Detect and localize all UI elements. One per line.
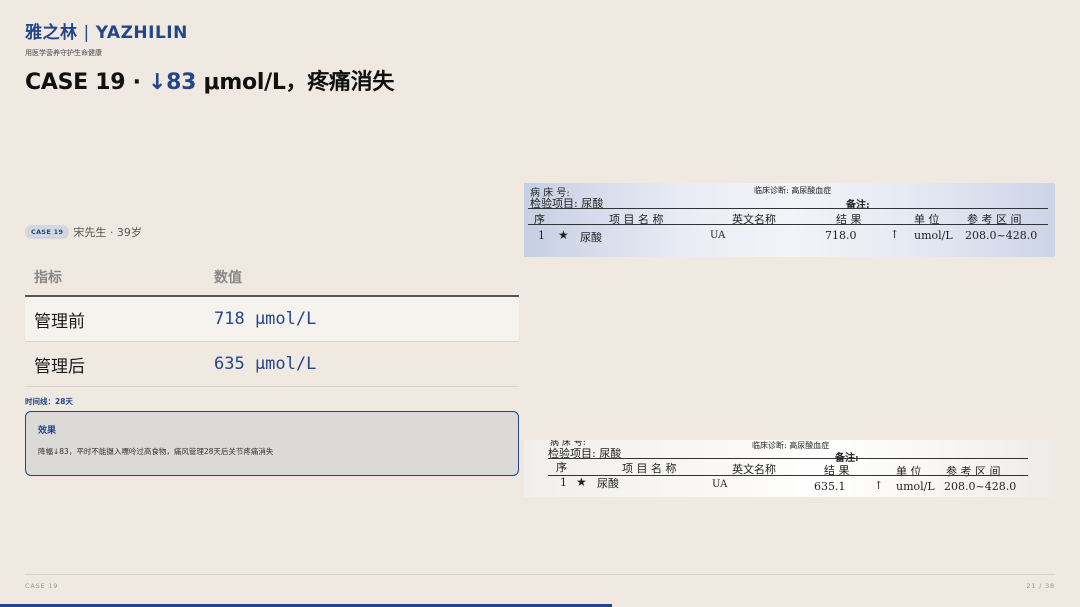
report-col-range: 参 考 区 间 (946, 465, 1001, 478)
title-suffix: μmol/L，疼痛消失 (196, 70, 395, 95)
tagline: 用医学营养守护生命健康 (25, 49, 102, 57)
row-value: 718 μmol/L (214, 309, 317, 329)
table-row: 管理后 635 μmol/L (25, 342, 519, 387)
report-diagnosis: 临床诊断: 高尿酸血症 (754, 186, 832, 195)
page-title: CASE 19 · ↓83 μmol/L，疼痛消失 (25, 64, 394, 96)
report-col-en: 英文名称 (732, 463, 776, 476)
footer-divider (25, 574, 1055, 575)
effect-callout: 效果 降幅↓83，平时不能摄入嘌呤过高食物，痛风管理28天后关节疼痛消失 (25, 411, 519, 476)
report-note: 备注: (846, 200, 870, 211)
report-item: 检验项目: 尿酸 (530, 197, 604, 210)
report-bed-no: 病 床 号: (550, 440, 586, 448)
arrow-up-icon: ↑ (874, 479, 884, 492)
timeline-label: 时间线：28天 (25, 397, 73, 406)
report-row-unit: umol/L (896, 480, 935, 493)
brand-separator: | (83, 23, 90, 43)
lab-report-before: 病 床 号: 临床诊断: 高尿酸血症 检验项目: 尿酸 备注: 序 项 目 名 … (524, 183, 1055, 257)
report-row-name: 尿酸 (580, 231, 602, 244)
effect-title: 效果 (38, 426, 57, 436)
star-icon: ★ (576, 475, 587, 489)
report-col-unit: 单 位 (914, 213, 940, 226)
progress-bar (0, 604, 1080, 607)
report-item: 检验项目: 尿酸 (548, 447, 622, 460)
report-col-name: 项 目 名 称 (609, 213, 664, 226)
report-row-en: UA (712, 479, 728, 490)
report-col-no: 序 (556, 461, 567, 474)
table-header-row: 指标 数值 (25, 258, 519, 297)
report-col-unit: 单 位 (896, 465, 922, 478)
report-row-range: 208.0~428.0 (965, 229, 1038, 242)
report-col-range: 参 考 区 间 (967, 213, 1022, 226)
title-prefix: CASE 19 · (25, 70, 148, 95)
lab-report-after: 病 床 号: 临床诊断: 高尿酸血症 检验项目: 尿酸 备注: 序 项 目 名 … (524, 440, 1055, 497)
report-col-result: 结 果 (824, 464, 850, 477)
page-number: 21 / 38 (1026, 582, 1055, 590)
metrics-table: 指标 数值 管理前 718 μmol/L 管理后 635 μmol/L (25, 258, 519, 387)
brand-logo: 雅之林|YAZHILIN (25, 18, 188, 43)
report-col-name: 项 目 名 称 (622, 462, 677, 475)
report-row-no: 1 (560, 476, 567, 489)
brand-cn: 雅之林 (25, 23, 78, 43)
report-row-result: 718.0 (825, 229, 857, 242)
report-diagnosis: 临床诊断: 高尿酸血症 (752, 441, 830, 450)
table-header-value: 数值 (214, 269, 242, 286)
progress-fill (0, 604, 613, 607)
report-col-no: 序 (534, 213, 545, 226)
case-info: CASE 19 宋先生 · 39岁 (25, 224, 142, 240)
row-label: 管理后 (34, 356, 85, 377)
report-col-en: 英文名称 (732, 213, 776, 226)
report-row-unit: umol/L (914, 229, 953, 242)
report-col-result: 结 果 (836, 213, 862, 226)
report-bed-no: 病 床 号: (530, 188, 570, 199)
case-badge: CASE 19 (25, 225, 70, 239)
report-row-range: 208.0~428.0 (944, 480, 1017, 493)
row-label: 管理前 (34, 311, 85, 332)
effect-text: 降幅↓83，平时不能摄入嘌呤过高食物，痛风管理28天后关节疼痛消失 (38, 447, 274, 456)
brand-en: YAZHILIN (95, 23, 188, 43)
report-row-name: 尿酸 (597, 477, 619, 490)
title-highlight: ↓83 (148, 70, 197, 95)
table-header-metric: 指标 (34, 269, 62, 286)
report-row-no: 1 (538, 229, 545, 242)
arrow-up-icon: ↑ (890, 228, 900, 241)
row-value: 635 μmol/L (214, 354, 317, 374)
footer-case-label: CASE 19 (25, 582, 59, 590)
case-person: 宋先生 · 39岁 (73, 226, 142, 239)
report-row-en: UA (710, 230, 726, 241)
table-row: 管理前 718 μmol/L (25, 297, 519, 342)
report-row-result: 635.1 (814, 480, 846, 493)
star-icon: ★ (558, 228, 569, 242)
